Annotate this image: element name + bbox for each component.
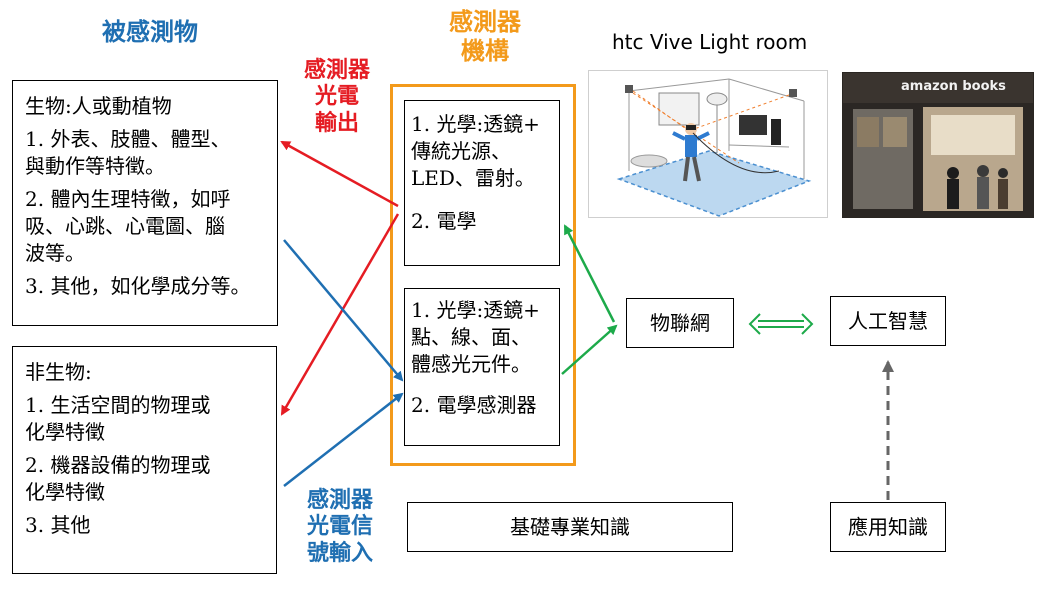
nonliving-item2-line1: 2. 機器設備的物理或 xyxy=(25,453,211,477)
sensor-mechanism-title-line1: 感測器 xyxy=(449,8,521,36)
sensor-input-line1: 感測器 xyxy=(306,488,373,513)
htc-vive-room-illustration xyxy=(588,70,828,218)
sensed-objects-title: 被感測物 xyxy=(102,18,198,46)
sensor-output-line3: 輸出 xyxy=(314,110,359,136)
living-item2-line1: 2. 體內生理特徵，如呼 xyxy=(25,187,231,211)
iot-label: 物聯網 xyxy=(650,310,710,335)
nonliving-item3: 3. 其他 xyxy=(25,513,91,537)
sensor-input-line3: 號輸入 xyxy=(306,540,373,566)
mech-lower-line3: 體感光元件。 xyxy=(411,352,531,376)
mech-lower-line1: 1. 光學:透鏡+ xyxy=(411,298,540,322)
sensor-mechanism-title-line2: 機構 xyxy=(461,36,509,65)
red-arrow-to-nonliving xyxy=(280,213,400,416)
sensor-output-label: 感測器 光電 輸出 xyxy=(292,58,382,137)
htc-vive-caption: htc Vive Light room xyxy=(612,30,808,54)
living-item1-line1: 1. 外表、肢體、體型、 xyxy=(25,127,231,151)
sensor-input-label: 感測器 光電信 號輸入 xyxy=(292,488,388,567)
mechanism-upper-box: 1. 光學:透鏡+ 傳統光源、 LED、雷射。 2. 電學 xyxy=(404,100,560,266)
mech-upper-line3: LED、雷射。 xyxy=(411,166,535,190)
blue-arrow-from-nonliving xyxy=(283,392,404,487)
ai-box: 人工智慧 xyxy=(830,296,946,346)
mech-lower-line4: 2. 電學感測器 xyxy=(411,393,537,417)
applied-knowledge-label: 應用知識 xyxy=(848,514,928,539)
nonliving-things-box: 非生物: 1. 生活空間的物理或 化學特徵 2. 機器設備的物理或 化學特徵 3… xyxy=(12,346,277,574)
living-item3: 3. 其他，如化學成分等。 xyxy=(25,274,251,298)
iot-box: 物聯網 xyxy=(626,298,734,348)
mech-upper-line1: 1. 光學:透鏡+ xyxy=(411,112,540,136)
iot-ai-double-arrow xyxy=(748,313,814,335)
vr-room-illustration-icon xyxy=(616,78,812,217)
living-heading: 生物:人或動植物 xyxy=(25,94,172,118)
applied-knowledge-box: 應用知識 xyxy=(830,502,946,552)
sensor-mechanism-title: 感測器 機構 xyxy=(430,8,540,66)
basic-knowledge-label: 基礎專業知識 xyxy=(510,514,630,539)
ai-label: 人工智慧 xyxy=(848,308,928,333)
nonliving-item2-line2: 化學特徵 xyxy=(25,480,105,504)
sensor-mechanism-frame xyxy=(390,84,576,466)
mech-upper-line4: 2. 電學 xyxy=(411,209,477,233)
nonliving-item1-line1: 1. 生活空間的物理或 xyxy=(25,393,211,417)
mech-upper-line2: 傳統光源、 xyxy=(411,139,511,163)
basic-knowledge-box: 基礎專業知識 xyxy=(407,502,733,552)
green-arrow-to-iot xyxy=(561,324,618,375)
storefront-icon xyxy=(843,73,1033,217)
blue-arrow-from-living xyxy=(283,239,404,382)
sensor-input-line2: 光電信 xyxy=(306,514,373,540)
nonliving-heading: 非生物: xyxy=(25,360,92,384)
living-things-box: 生物:人或動植物 1. 外表、肢體、體型、 與動作等特徵。 2. 體內生理特徵，… xyxy=(12,80,278,326)
nonliving-item1-line2: 化學特徵 xyxy=(25,420,105,444)
living-item2-line3: 波等。 xyxy=(25,241,85,265)
mech-lower-line2: 點、線、面、 xyxy=(411,325,531,349)
living-item2-line2: 吸、心跳、心電圖、腦 xyxy=(25,214,225,238)
mechanism-lower-box: 1. 光學:透鏡+ 點、線、面、 體感光元件。 2. 電學感測器 xyxy=(404,288,560,446)
sensor-output-line1: 感測器 xyxy=(303,58,370,83)
amazon-books-store-photo: amazon books xyxy=(842,72,1034,218)
red-arrow-to-living xyxy=(280,140,399,208)
sensor-output-line2: 光電 xyxy=(314,84,359,110)
green-arrow-to-upper-mechanism xyxy=(563,224,616,323)
living-item1-line2: 與動作等特徵。 xyxy=(25,154,165,178)
amazon-books-sign: amazon books xyxy=(901,79,1006,94)
